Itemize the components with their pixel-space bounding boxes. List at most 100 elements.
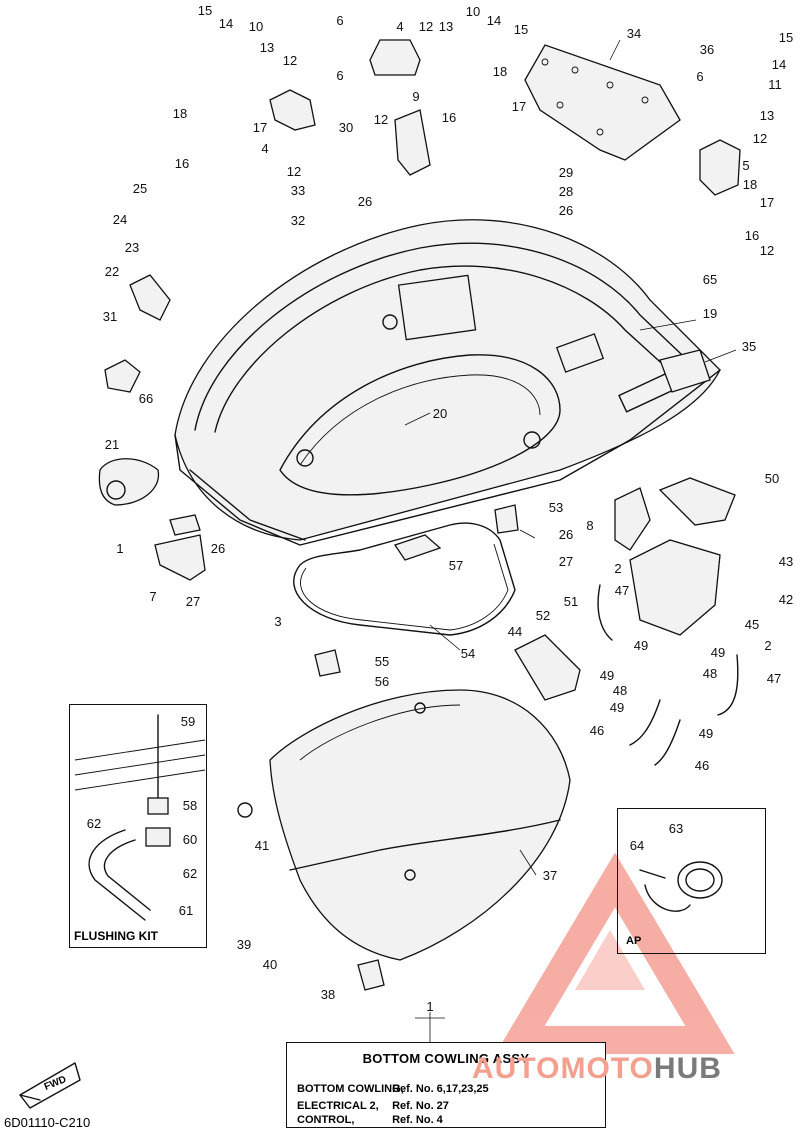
callout-c40: 40: [263, 957, 277, 972]
callout-c44: 44: [508, 624, 522, 639]
assembly-row: BOTTOM COWLING, Ref. No. 6,17,23,25: [297, 1083, 489, 1095]
callout-c2b: 2: [764, 638, 771, 653]
callout-c15a: 15: [198, 3, 212, 18]
callout-c26c: 26: [211, 541, 225, 556]
callout-c65: 65: [703, 272, 717, 287]
callout-c37: 37: [543, 868, 557, 883]
callout-c52: 52: [536, 608, 550, 623]
fwd-arrow-icon: [19, 1062, 81, 1109]
callout-c31: 31: [103, 309, 117, 324]
callout-c4a: 4: [396, 19, 403, 34]
callout-c42: 42: [779, 592, 793, 607]
callout-c12d: 12: [287, 164, 301, 179]
leader-lines: [404, 39, 737, 1042]
callout-c15c: 15: [779, 30, 793, 45]
callout-c22: 22: [105, 264, 119, 279]
callout-c1: 1: [116, 541, 123, 556]
callout-c27b: 27: [559, 554, 573, 569]
assembly-row: ELECTRICAL 2, Ref. No. 27: [297, 1100, 449, 1112]
callout-c13c: 13: [760, 108, 774, 123]
callout-c32: 32: [291, 213, 305, 228]
callout-c53: 53: [549, 500, 563, 515]
callout-c62b: 62: [183, 866, 197, 881]
callout-c6b: 6: [336, 68, 343, 83]
callout-c26a: 26: [358, 194, 372, 209]
assembly-row: CONTROL, Ref. No. 4: [297, 1114, 443, 1126]
callout-c61: 61: [179, 903, 193, 918]
callout-c10b: 10: [466, 4, 480, 19]
watermark-logo: [495, 852, 735, 1054]
assembly-row-ref: Ref. No. 27: [392, 1100, 449, 1112]
assembly-title: BOTTOM COWLING ASSY: [362, 1051, 530, 1066]
hoses-fittings: [98, 274, 739, 766]
callout-c1box: 1: [426, 999, 433, 1014]
flushing-kit-title: FLUSHING KIT: [74, 929, 158, 943]
callout-c49e: 49: [699, 726, 713, 741]
callout-c49a: 49: [634, 638, 648, 653]
assembly-row-ref: Ref. No. 4: [392, 1114, 443, 1126]
bottom-cowling-tray: [174, 219, 721, 546]
callout-c4b: 4: [261, 141, 268, 156]
callout-c24: 24: [113, 212, 127, 227]
callout-c28: 28: [559, 184, 573, 199]
callout-c62a: 62: [87, 816, 101, 831]
callout-c17b: 17: [512, 99, 526, 114]
callout-c55: 55: [375, 654, 389, 669]
callout-c36: 36: [700, 42, 714, 57]
callout-c48a: 48: [613, 683, 627, 698]
callout-c64: 64: [630, 838, 644, 853]
callout-c11: 11: [768, 77, 782, 92]
callout-c26d: 26: [559, 527, 573, 542]
callout-c12b: 12: [283, 53, 297, 68]
callout-c39: 39: [237, 937, 251, 952]
callout-c16b: 16: [442, 110, 456, 125]
watermark-part2: HUB: [653, 1052, 722, 1085]
callout-c16c: 16: [745, 228, 759, 243]
callout-c57: 57: [449, 558, 463, 573]
flushing-kit-inset: FLUSHING KIT: [69, 704, 207, 948]
callout-c14a: 14: [219, 16, 233, 31]
assembly-reference-box: BOTTOM COWLING ASSY BOTTOM COWLING, Ref.…: [286, 1042, 606, 1128]
callout-c66: 66: [139, 391, 153, 406]
callout-c38: 38: [321, 987, 335, 1002]
callout-c27a: 27: [186, 594, 200, 609]
callout-c49d: 49: [610, 700, 624, 715]
callout-c15b: 15: [514, 22, 528, 37]
callout-c30: 30: [339, 120, 353, 135]
callout-c6c: 6: [696, 69, 703, 84]
callout-c18a: 18: [173, 106, 187, 121]
lower-cowling-cover: [237, 649, 571, 991]
callout-c34: 34: [627, 26, 641, 41]
assembly-row-name: ELECTRICAL 2,: [297, 1100, 379, 1112]
callout-c60: 60: [183, 832, 197, 847]
callout-c18c: 18: [743, 177, 757, 192]
callout-c25: 25: [133, 181, 147, 196]
callout-c49c: 49: [600, 668, 614, 683]
callout-c21: 21: [105, 437, 119, 452]
callout-c43: 43: [779, 554, 793, 569]
ap-clamp-parts: [639, 861, 723, 912]
callout-c13b: 13: [439, 19, 453, 34]
callout-c47b: 47: [767, 671, 781, 686]
callout-c17c: 17: [760, 195, 774, 210]
callout-c45: 45: [745, 617, 759, 632]
callout-c12e: 12: [753, 131, 767, 146]
callout-c51: 51: [564, 594, 578, 609]
callout-c23: 23: [125, 240, 139, 255]
callout-c14c: 14: [772, 57, 786, 72]
callout-c54: 54: [461, 646, 475, 661]
callout-c12a: 12: [419, 19, 433, 34]
brackets: [269, 39, 741, 196]
callout-c5: 5: [742, 158, 749, 173]
callout-c56: 56: [375, 674, 389, 689]
callout-c10a: 10: [249, 19, 263, 34]
assembly-row-ref: Ref. No. 6,17,23,25: [392, 1083, 489, 1095]
callout-c12f: 12: [760, 243, 774, 258]
callout-c2a: 2: [614, 561, 621, 576]
callout-c20: 20: [433, 406, 447, 421]
callout-c29: 29: [559, 165, 573, 180]
callout-c16a: 16: [175, 156, 189, 171]
callout-c19: 19: [703, 306, 717, 321]
callout-c58: 58: [183, 798, 197, 813]
